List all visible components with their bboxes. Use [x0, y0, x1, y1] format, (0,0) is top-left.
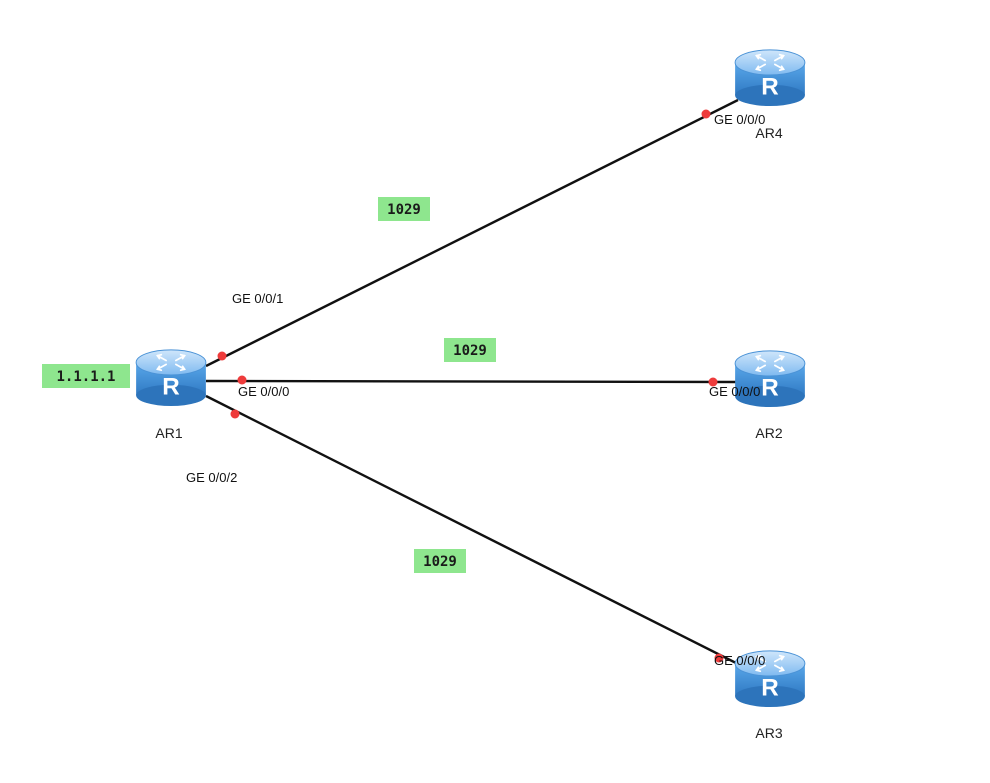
port-label-ar3: GE 0/0/0 — [714, 653, 765, 668]
link-ar1-ar3[interactable] — [205, 394, 739, 666]
router-icon — [734, 48, 806, 107]
router-ar2[interactable]: AR2 — [734, 349, 806, 441]
link-tag-text: 1029 — [453, 343, 487, 359]
router-label-ar3: AR3 — [755, 725, 782, 741]
router-label-ar2: AR2 — [755, 425, 782, 441]
router-ar3[interactable]: AR3 — [734, 649, 806, 741]
port-label-ar1-ar4: GE 0/0/1 — [232, 291, 283, 306]
router-label-ar4: AR4 — [755, 125, 782, 141]
port-label-ar2: GE 0/0/0 — [709, 384, 760, 399]
router-label-ar1: AR1 — [155, 425, 182, 441]
port-label-ar4: GE 0/0/0 — [714, 112, 765, 127]
link-ar1-ar4[interactable] — [205, 98, 739, 368]
router-icon — [135, 348, 207, 407]
port-dot-ar3-ge000[interactable] — [714, 653, 724, 663]
router-ar1[interactable]: AR1 — [135, 348, 207, 441]
port-dot-ar2-ge000[interactable] — [708, 377, 718, 387]
router-ar4[interactable]: AR4 — [734, 48, 806, 141]
port-dot-ar4-ge000[interactable] — [701, 109, 711, 119]
port-dot-ar1-ge000[interactable] — [237, 375, 247, 385]
port-label-ar1-ar3: GE 0/0/2 — [186, 470, 237, 485]
link-tag-ar1-ar4: 1029 — [378, 197, 430, 221]
port-dot-ar1-ge001[interactable] — [217, 351, 227, 361]
link-tag-ar1-ar3: 1029 — [414, 549, 466, 573]
router-id-tag-text: 1.1.1.1 — [56, 369, 115, 385]
port-label-ar1-ar2: GE 0/0/0 — [238, 384, 289, 399]
link-ar1-ar2[interactable] — [205, 379, 739, 384]
router-id-tag: 1.1.1.1 — [42, 364, 130, 388]
link-tag-text: 1029 — [387, 202, 421, 218]
port-dot-ar1-ge002[interactable] — [230, 409, 240, 419]
link-tag-ar1-ar2: 1029 — [444, 338, 496, 362]
link-tag-text: 1029 — [423, 554, 457, 570]
